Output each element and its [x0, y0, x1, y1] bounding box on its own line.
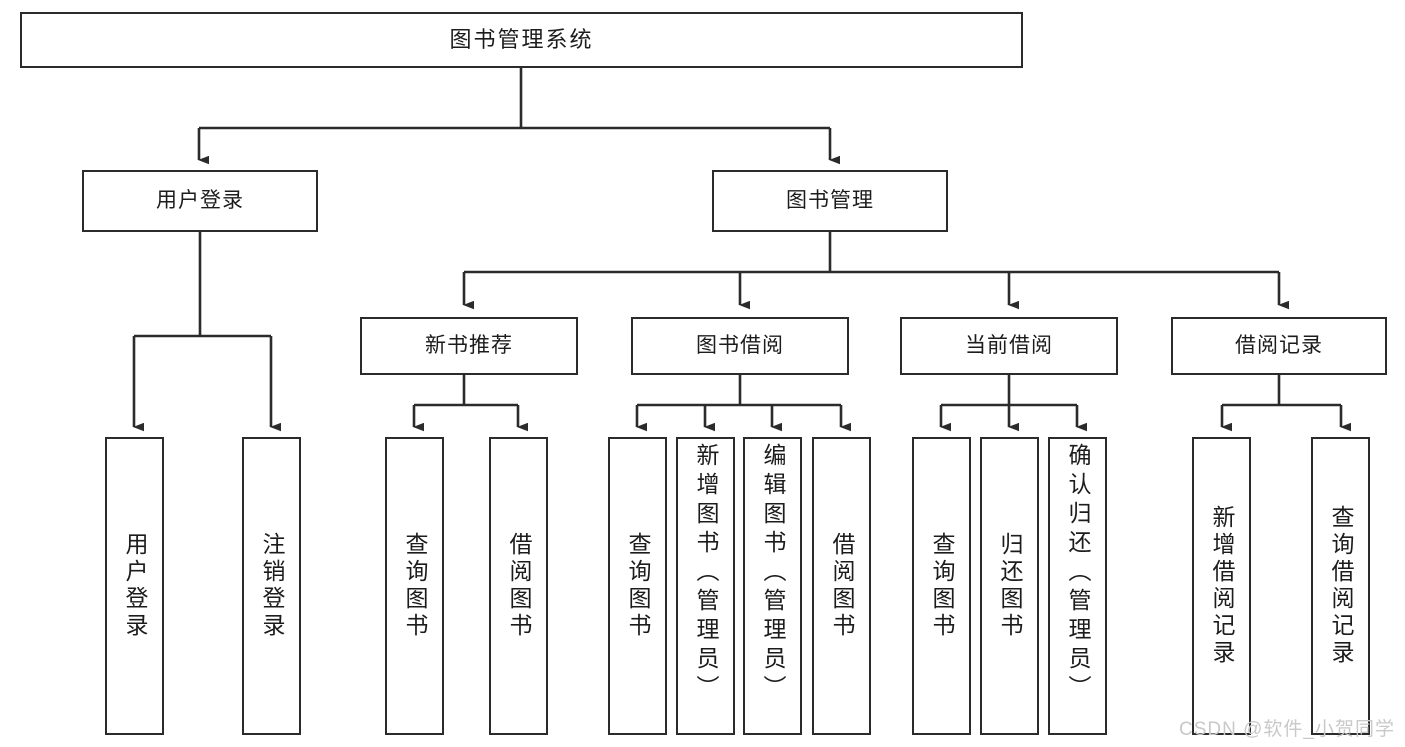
node-user-login[interactable]: 用户登录: [82, 170, 318, 232]
node-label: 查询图书: [625, 532, 651, 640]
node-root-system[interactable]: 图书管理系统: [20, 12, 1023, 68]
node-label: 新增图书（管理员）: [693, 443, 719, 704]
node-label: 当前借阅: [965, 334, 1053, 358]
leaf-logout[interactable]: 注销登录: [242, 437, 301, 735]
leaf-borrow-book-recommend[interactable]: 借阅图书: [489, 437, 548, 735]
node-label: 注销登录: [259, 532, 285, 640]
node-label: 编辑图书（管理员）: [760, 443, 786, 704]
leaf-confirm-return-admin[interactable]: 确认归还（管理员）: [1048, 437, 1107, 735]
node-label: 新增借阅记录: [1209, 505, 1235, 667]
leaf-query-book-recommend[interactable]: 查询图书: [385, 437, 444, 735]
node-label: 图书管理系统: [449, 26, 594, 52]
node-label: 借阅图书: [506, 532, 532, 640]
node-label: 查询图书: [929, 532, 955, 640]
leaf-user-login[interactable]: 用户登录: [105, 437, 164, 735]
node-label: 用户登录: [122, 532, 148, 640]
node-borrow-record[interactable]: 借阅记录: [1171, 317, 1387, 375]
leaf-query-book-current[interactable]: 查询图书: [912, 437, 971, 735]
node-label: 借阅图书: [829, 532, 855, 640]
node-new-book-recommend[interactable]: 新书推荐: [360, 317, 578, 375]
leaf-query-book-borrow[interactable]: 查询图书: [608, 437, 667, 735]
node-label: 查询图书: [402, 532, 428, 640]
node-book-management[interactable]: 图书管理: [712, 170, 948, 232]
node-book-borrow[interactable]: 图书借阅: [631, 317, 849, 375]
leaf-add-book-admin[interactable]: 新增图书（管理员）: [676, 437, 735, 735]
leaf-query-borrow-record[interactable]: 查询借阅记录: [1311, 437, 1370, 735]
node-label: 归还图书: [997, 532, 1023, 640]
node-label: 图书借阅: [696, 334, 784, 358]
leaf-add-borrow-record[interactable]: 新增借阅记录: [1192, 437, 1251, 735]
node-label: 查询借阅记录: [1328, 505, 1354, 667]
node-current-borrow[interactable]: 当前借阅: [900, 317, 1118, 375]
node-label: 借阅记录: [1235, 334, 1323, 358]
node-label: 确认归还（管理员）: [1065, 443, 1091, 704]
node-label: 图书管理: [786, 189, 874, 213]
leaf-edit-book-admin[interactable]: 编辑图书（管理员）: [743, 437, 802, 735]
leaf-return-book[interactable]: 归还图书: [980, 437, 1039, 735]
node-label: 用户登录: [156, 189, 244, 213]
leaf-borrow-book[interactable]: 借阅图书: [812, 437, 871, 735]
csdn-watermark: CSDN @软件_小贺同学: [1179, 719, 1395, 740]
node-label: 新书推荐: [425, 334, 513, 358]
